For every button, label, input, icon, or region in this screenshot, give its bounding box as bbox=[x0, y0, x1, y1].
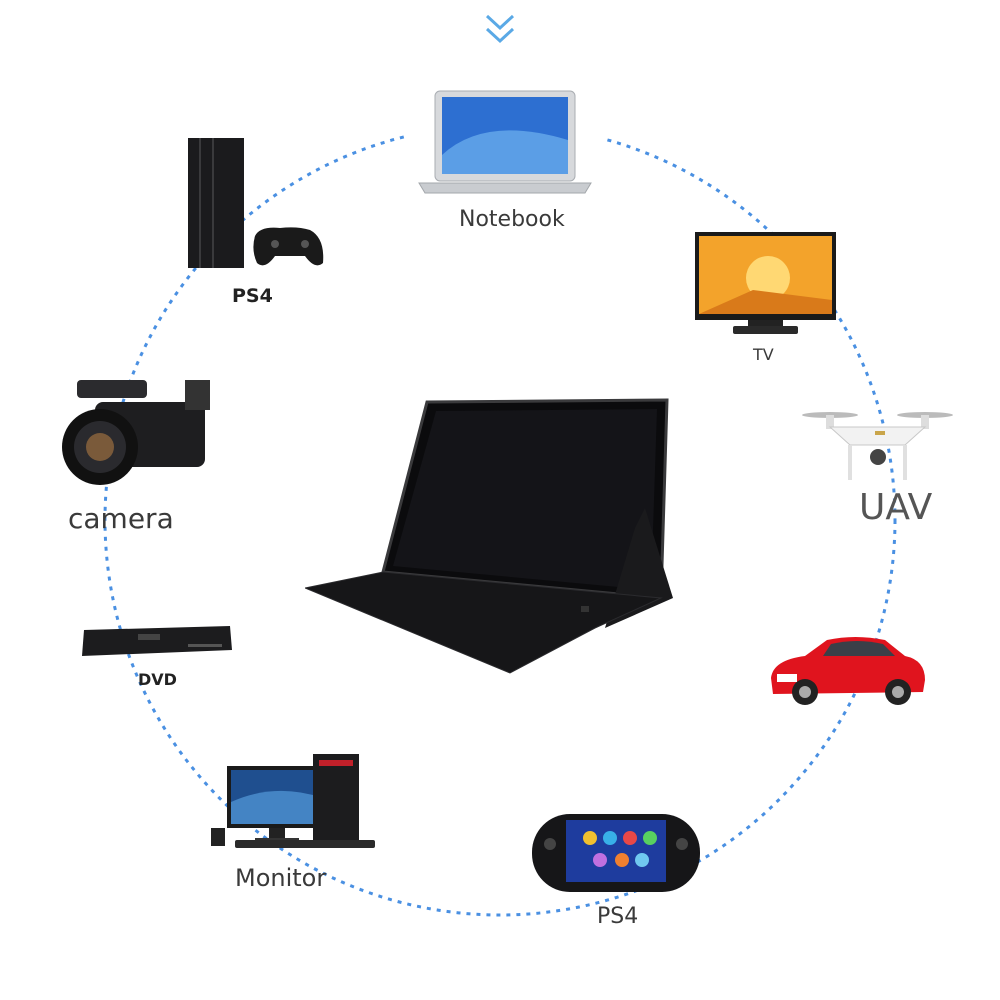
camera-item bbox=[55, 372, 215, 492]
tv-label: TV bbox=[753, 345, 774, 364]
drone-icon bbox=[802, 412, 953, 480]
handheld-console-icon bbox=[532, 814, 700, 892]
car-icon bbox=[771, 637, 925, 705]
car-item bbox=[765, 628, 930, 708]
camcorder-icon bbox=[62, 380, 210, 485]
tv-icon bbox=[695, 232, 836, 334]
ps4-bottom-label: PS4 bbox=[597, 904, 639, 929]
ps4-handheld-item bbox=[530, 812, 702, 894]
monitor-item bbox=[205, 752, 380, 857]
laptop-icon bbox=[418, 90, 592, 194]
tv-item bbox=[693, 230, 838, 340]
game-console-icon bbox=[188, 138, 324, 268]
double-chevron-down-icon[interactable] bbox=[482, 12, 518, 46]
uav-label: UAV bbox=[859, 487, 933, 528]
ps4-console-item bbox=[185, 138, 330, 273]
portable-monitor-icon bbox=[305, 398, 675, 678]
dvd-item bbox=[78, 622, 236, 664]
ps4-top-label: PS4 bbox=[232, 285, 273, 307]
dvd-label: DVD bbox=[138, 670, 177, 689]
uav-item bbox=[800, 405, 955, 490]
desktop-computer-icon bbox=[211, 754, 375, 848]
camera-label: camera bbox=[68, 502, 174, 535]
notebook-item bbox=[405, 85, 605, 205]
notebook-label: Notebook bbox=[459, 207, 565, 232]
monitor-label: Monitor bbox=[235, 864, 327, 892]
dvd-player-icon bbox=[82, 626, 232, 656]
